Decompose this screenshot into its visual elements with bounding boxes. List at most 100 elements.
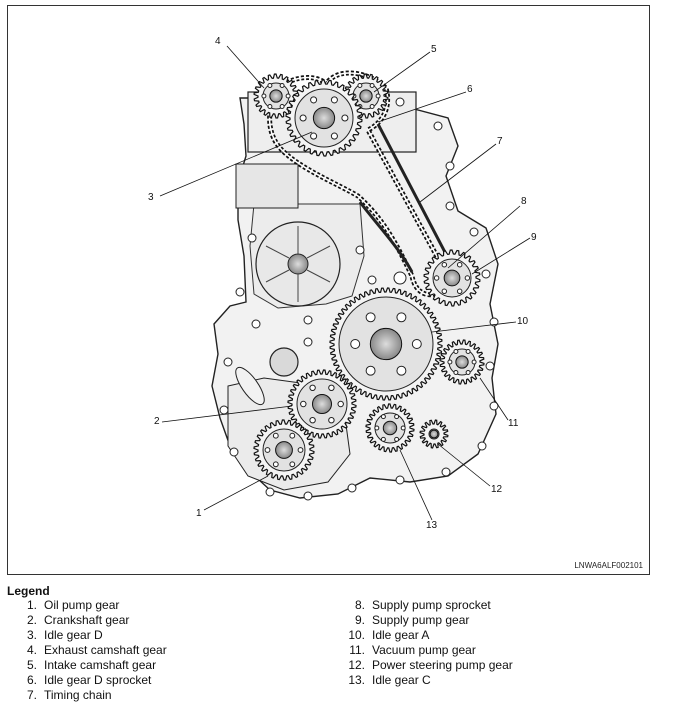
callout-1: 1 [196,508,202,519]
oil-pump-gear-hub [275,441,293,459]
legend-title: Legend [7,584,50,598]
legend-item-number: 2. [26,613,37,627]
legend-item-number: 4. [26,643,37,657]
oil-pump-gear-lightening-hole [272,432,279,439]
legend-item: 13.Idle gear C [337,673,513,688]
callout-6: 6 [467,84,473,95]
idle-gear-c-lightening-hole [394,436,400,442]
exhaust-camshaft-gear-hub [269,89,283,103]
supply-pump-gear-lightening-hole [441,261,448,268]
legend-item-number: 13. [348,673,365,687]
oil-pump-gear-lightening-hole [264,447,271,453]
legend-item: 9. Supply pump gear [337,613,513,628]
legend-item: 10.Idle gear A [337,628,513,643]
vacuum-pump-gear-lightening-hole [447,359,453,365]
legend-item-label: Crankshaft gear [44,613,130,627]
idle-gear-a-lightening-hole [396,365,407,376]
legend: Legend 1.Oil pump gear 2. Crankshaft gear… [7,584,648,708]
exhaust-camshaft-gear-lightening-hole [261,93,267,99]
legend-item-label: Timing chain [44,688,112,702]
legend-item-number: 10. [348,628,365,642]
diagram-frame: 4 5 6 7 3 8 9 10 2 11 12 1 13 LNWA6ALF00… [7,5,650,575]
legend-item-number: 5. [26,658,37,672]
idle-gear-c-lightening-hole [380,414,386,420]
chain-guide-left [358,201,414,273]
idle-gear-a-lightening-hole [365,312,376,323]
leader-lines [159,45,531,521]
idle-gear-d-sprocket [285,79,363,157]
idle-gear-d-sprocket-lightening-hole [299,114,307,122]
crankshaft-gear-lightening-hole [328,384,335,392]
legend-item-label: Power steering pump gear [372,658,513,672]
vacuum-pump-gear-lightening-hole [465,370,471,375]
callout-12: 12 [491,484,503,495]
idle-gear-d-sprocket-lightening-hole [310,96,318,104]
vacuum-pump-gear-lightening-hole [453,370,459,375]
intake-camshaft-gear-lightening-hole [375,93,381,99]
idle-gear-a-lightening-hole [411,339,422,349]
legend-column-right: 8.Supply pump sprocket 9.Supply pump gea… [337,598,513,688]
power-steering-pump-gear-hub [429,429,439,439]
callout-7: 7 [497,136,503,147]
legend-item-label: Vacuum pump gear [372,643,476,657]
chain-guide-right [376,123,450,259]
idle-gear-c-hub [382,420,398,436]
supply-pump-gear-lightening-hole [433,275,440,281]
legend-item: 4.Exhaust camshaft gear [9,643,167,658]
vacuum-pump-gear-lightening-hole [465,349,471,354]
exhaust-camshaft-gear-lightening-hole [285,93,291,99]
gear-set [253,73,485,481]
callout-5: 5 [431,44,437,55]
oil-pump-gear-lightening-hole [289,461,296,468]
exhaust-camshaft-gear-lightening-hole [279,104,285,109]
idle-gear-d-sprocket-lightening-hole [341,114,349,122]
idle-gear-d-sprocket-lightening-hole [330,132,338,140]
legend-item-number: 11. [349,643,365,657]
legend-item-number: 6. [26,673,37,687]
supply-pump-gear-lightening-hole [456,261,463,268]
callout-10: 10 [517,316,529,327]
callout-13: 13 [426,520,438,531]
callout-11: 11 [508,418,519,429]
callout-9: 9 [531,232,537,243]
crankshaft-gear-lightening-hole [300,400,307,408]
intake-camshaft-gear-hub [359,89,373,103]
crankshaft-gear-lightening-hole [328,416,335,424]
engine-timing-drawing [159,45,531,521]
oil-pump-gear-lightening-hole [289,432,296,439]
oil-pump-gear [253,419,315,481]
legend-item: 7.Timing chain [9,688,167,703]
callout-4: 4 [215,36,221,47]
legend-item-label: Idle gear D [44,628,103,642]
vacuum-pump-gear-lightening-hole [471,359,477,365]
legend-item-label: Idle gear D sprocket [44,673,152,687]
exhaust-camshaft-gear-lightening-hole [279,83,285,88]
callout-2: 2 [154,416,160,427]
bolt-holes [219,97,499,501]
idle-gear-a-lightening-hole [350,339,361,349]
crankshaft-gear-lightening-hole [309,384,316,392]
vacuum-pump-gear-lightening-hole [453,349,459,354]
callout-3: 3 [148,192,154,203]
legend-item-label: Supply pump gear [372,613,470,627]
intake-camshaft-gear-lightening-hole [357,83,363,88]
idle-gear-c-lightening-hole [380,436,386,442]
oil-filter-boss [269,347,299,377]
vacuum-pump-gear-hub [455,355,469,369]
intake-camshaft-gear-lightening-hole [369,104,375,109]
legend-item-number: 9. [354,613,365,627]
legend-item-label: Oil pump gear [44,598,120,612]
legend-item: 1.Oil pump gear [9,598,167,613]
legend-item: 6. Idle gear D sprocket [9,673,167,688]
idle-gear-d-sprocket-lightening-hole [310,132,318,140]
idle-gear-c-lightening-hole [400,425,406,431]
crankshaft-gear [287,369,357,439]
idle-gear-d-sprocket-lightening-hole [330,96,338,104]
idle-gear-c [365,403,415,453]
legend-item: 11. Vacuum pump gear [337,643,513,658]
supply-pump-gear-lightening-hole [464,275,471,281]
legend-item: 3.Idle gear D [9,628,167,643]
crankshaft-gear-lightening-hole [337,400,344,408]
figure-code: LNWA6ALF002101 [574,561,643,570]
legend-column-left: 1.Oil pump gear 2. Crankshaft gear 3.Idle… [9,598,167,703]
